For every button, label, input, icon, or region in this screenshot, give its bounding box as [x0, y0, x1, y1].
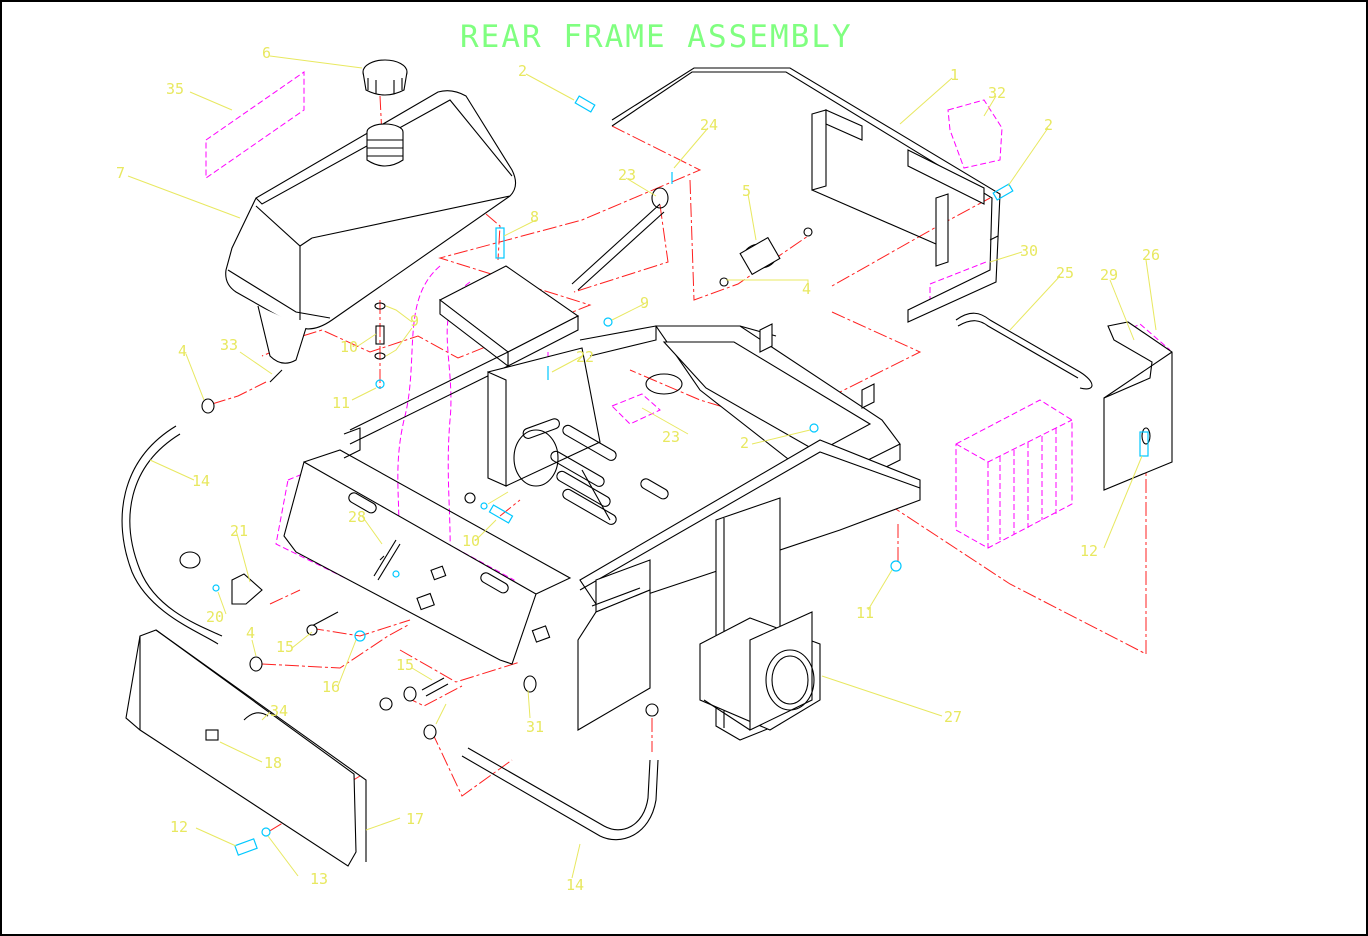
- callout-29: 29: [1100, 266, 1118, 284]
- callout-11: 11: [856, 604, 874, 622]
- battery-outline: [955, 399, 1073, 549]
- callout-18: 18: [264, 754, 282, 772]
- callout-2: 2: [518, 62, 527, 80]
- callout-15: 15: [396, 656, 414, 674]
- callout-33: 33: [220, 336, 238, 354]
- callout-10: 10: [462, 532, 480, 550]
- callout-31: 31: [526, 718, 544, 736]
- decal-32-outline: [947, 99, 1003, 169]
- callout-12: 12: [1080, 542, 1098, 560]
- callout-labels: 1 2 2 2 4 4 4 5 6 7 8 9 9 10 10 11 11 12…: [116, 44, 1160, 894]
- callout-11: 11: [332, 394, 350, 412]
- leader-lines: [127, 55, 1157, 879]
- callout-5: 5: [742, 182, 751, 200]
- callout-4: 4: [178, 342, 187, 360]
- callout-9: 9: [640, 294, 649, 312]
- callout-14: 14: [192, 472, 210, 490]
- callout-2: 2: [1044, 116, 1053, 134]
- main-frame: [283, 265, 921, 741]
- callout-2: 2: [740, 434, 749, 452]
- callout-20: 20: [206, 608, 224, 626]
- callout-7: 7: [116, 164, 125, 182]
- callout-14: 14: [566, 876, 584, 894]
- callout-30: 30: [1020, 242, 1038, 260]
- callout-9: 9: [410, 312, 419, 330]
- callout-28: 28: [348, 508, 366, 526]
- callout-1: 1: [950, 66, 959, 84]
- drawing-title: REAR FRAME ASSEMBLY: [460, 19, 853, 55]
- callout-6: 6: [262, 44, 271, 62]
- callout-27: 27: [944, 708, 962, 726]
- callout-26: 26: [1142, 246, 1160, 264]
- callout-23: 23: [618, 166, 636, 184]
- hardware: [201, 95, 1149, 856]
- callout-4: 4: [246, 624, 255, 642]
- callout-16: 16: [322, 678, 340, 696]
- callout-35: 35: [166, 80, 184, 98]
- front-plate-and-hoses: [121, 425, 659, 867]
- fuel-tank: [225, 59, 517, 364]
- callout-21: 21: [230, 522, 248, 540]
- callout-25: 25: [1056, 264, 1074, 282]
- callout-8: 8: [530, 208, 539, 226]
- front-panel: [283, 461, 537, 665]
- callout-15: 15: [276, 638, 294, 656]
- rear-bumper-bracket: [611, 67, 1001, 323]
- callout-4: 4: [802, 280, 811, 298]
- callout-24: 24: [700, 116, 718, 134]
- accessories: [719, 227, 1173, 491]
- callout-32: 32: [988, 84, 1006, 102]
- callout-13: 13: [310, 870, 328, 888]
- callout-12: 12: [170, 818, 188, 836]
- callout-23: 23: [662, 428, 680, 446]
- callout-10: 10: [340, 338, 358, 356]
- callout-22: 22: [576, 348, 594, 366]
- callout-34: 34: [270, 702, 288, 720]
- decal-35-outline: [205, 71, 305, 179]
- callout-17: 17: [406, 810, 424, 828]
